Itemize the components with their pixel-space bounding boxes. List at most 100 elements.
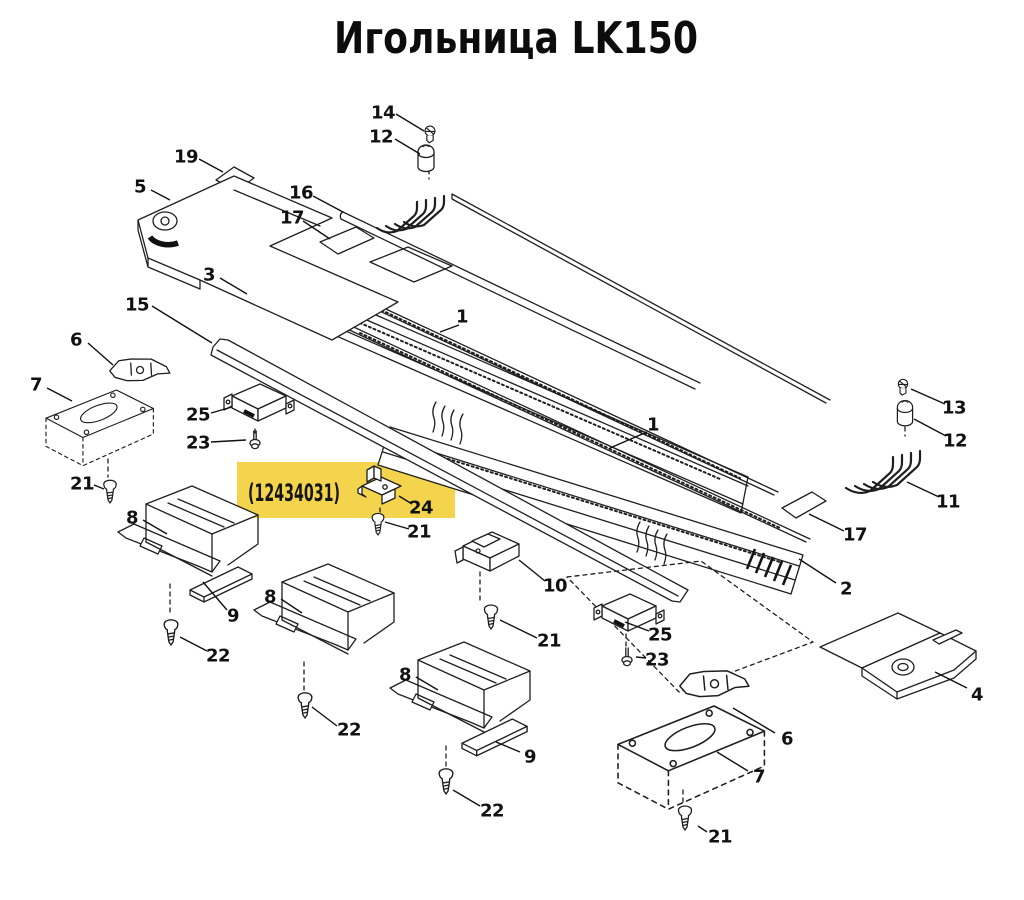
leader-line [179,636,208,652]
part-number-label: 1 [647,415,659,436]
leader-line [142,519,168,535]
part-number-label: 21 [708,827,732,848]
leader-line [495,741,521,753]
part-22-screw-2 [297,692,313,719]
part-number-label: 4 [971,685,983,706]
part-number-label: 12 [369,127,393,148]
leader-line [210,406,233,414]
highlighted-part-code: (12434031) [248,479,340,507]
part-number-label: 7 [30,375,42,396]
part-number-label: 22 [480,801,504,822]
leader-line [312,195,344,213]
leader-line [798,558,837,584]
part-21-screw-1 [103,479,117,504]
leader-line [202,581,228,611]
part-24-clip [357,465,402,505]
leader-line [624,621,650,632]
leader-line [635,656,647,659]
part-12-cap-right [896,400,914,427]
leader-line [499,619,538,639]
leader-line [934,671,968,689]
part-number-label: 8 [399,665,411,686]
part-7-plate-left [45,389,154,467]
part-5-tension-plate [137,175,399,341]
part-number-label: 19 [174,147,198,168]
part-21-screw-2 [371,512,385,536]
part-number-label: 6 [70,330,82,351]
part-number-label: 21 [70,474,94,495]
part-number-label: 8 [264,587,276,608]
part-number-label: 22 [337,720,361,741]
part-number-label: 6 [781,729,793,750]
part-number-label: 5 [134,177,146,198]
part-9-strip-1 [189,566,253,603]
part-22-screw-3 [438,768,454,795]
leader-line [697,825,708,833]
part-number-label: 1 [456,307,468,328]
part-number-label: 12 [943,431,967,452]
part-number-label: 15 [125,295,149,316]
leader-line [910,388,946,405]
part-10-latch [454,531,520,572]
part-number-label: 3 [203,265,215,286]
leader-line [394,138,421,155]
part-number-label: 14 [371,103,395,124]
leader-line [395,113,425,132]
leader-line [398,495,413,505]
part-number-label: 17 [280,208,304,229]
leader-line [439,324,460,333]
part-number-label: 16 [289,183,313,204]
leader-line [452,789,481,807]
part-number-label: 10 [543,576,567,597]
part-number-label: 23 [186,433,210,454]
part-number-label: 9 [227,606,239,627]
part-number-label: 11 [936,492,960,513]
part-21-screw-4 [677,805,693,831]
part-7-plate-right [617,705,766,810]
part-6-clip-right [678,666,751,701]
leader-line [280,598,303,614]
part-number-label: 8 [126,508,138,529]
part-11-wire-bundle [844,449,922,495]
part-number-label: 23 [645,650,669,671]
leader-line [716,751,749,772]
part-8-bracket-2 [253,563,395,655]
needle-slots-right [745,548,793,586]
leader-line [415,676,439,691]
part-number-label: 24 [409,498,433,519]
part-8-bracket-3 [389,641,531,733]
needle-group-mid [432,401,464,445]
part-4-handle-plate [819,612,977,700]
part-number-label: 17 [843,525,867,546]
rail-1-floating [451,193,831,404]
leader-line [302,220,331,240]
wire-bundle-top [375,194,446,234]
part-17-strip-right [781,491,827,519]
part-22-screw-1 [163,619,179,646]
leader-line [518,559,546,582]
part-6-clip-left [108,354,172,386]
leader-line [913,418,947,437]
part-number-label: 25 [186,405,210,426]
part-13-bolt [897,378,909,396]
part-21-screw-3 [483,604,499,630]
leader-line [150,189,171,201]
leader-line [93,484,105,490]
part-14-bolt [424,125,436,144]
page-title: Игольница LK150 [334,13,698,64]
part-number-label: 9 [524,747,536,768]
leader-line [46,387,73,402]
rod-15 [210,338,689,603]
leader-line [609,431,648,449]
rail-1-lower [329,315,811,543]
part-number-label: 7 [753,767,765,788]
part-number-label: 22 [206,646,230,667]
part-number-label: 25 [648,625,672,646]
leader-line [198,158,224,173]
leader-line [151,305,213,344]
part-17-strip-left [319,226,375,255]
leader-line [210,439,247,443]
leader-line [906,481,940,498]
